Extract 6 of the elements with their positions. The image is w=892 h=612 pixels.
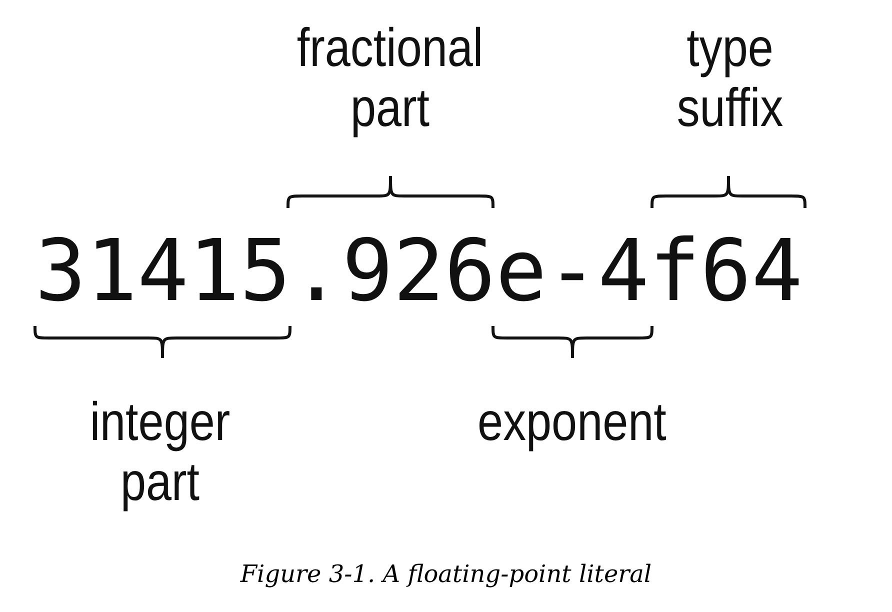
code-literal: 31415.926e-4f64 bbox=[35, 222, 803, 322]
part-label: type suffix bbox=[676, 18, 784, 138]
figure-caption: Figure 3-1. A floating-point literal bbox=[239, 560, 653, 588]
part-label: fractional part bbox=[296, 18, 484, 138]
part-label: exponent bbox=[476, 392, 668, 452]
part-label: integer part bbox=[88, 392, 232, 512]
